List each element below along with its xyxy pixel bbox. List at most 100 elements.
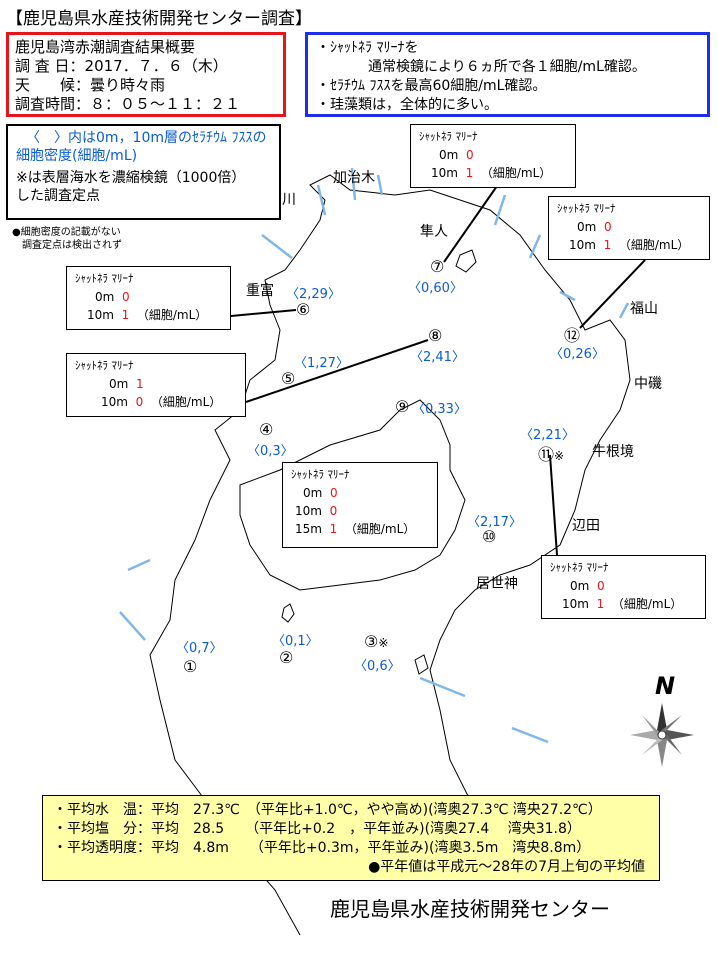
cell-box-station-6: ｼｬｯﾄﾈﾗ ﾏﾘｰﾅ 0m 0 10m 1 （細胞/mL） (66, 266, 231, 330)
station-7: ⑦ (430, 257, 445, 276)
species-label: ｼｬｯﾄﾈﾗ ﾏﾘｰﾅ (557, 202, 616, 215)
coastline (149, 174, 631, 936)
station-1: ① (183, 657, 198, 676)
summary-line: ・ｼｬｯﾄﾈﾗ ﾏﾘｰﾅを (316, 40, 419, 56)
small-island (455, 249, 477, 273)
cell-count: 1 (121, 308, 130, 322)
place-kajiki: 加治木 (333, 170, 375, 186)
survey-title: 鹿児島湾赤潮調査結果概要 (15, 38, 196, 56)
cell-box-station-11: ｼｬｯﾄﾈﾗ ﾏﾘｰﾅ 0m 0 10m 1 （細胞/mL） (541, 555, 706, 619)
summary-box: ・ｼｬｯﾄﾈﾗ ﾏﾘｰﾅを 通常検鏡により６ヵ所で各１細胞/mL確認。 ・ｾﾗﾁ… (305, 32, 710, 117)
unit-label: （細胞/mL） (344, 522, 416, 536)
density-station-3: 〈0,6〉 (354, 659, 401, 674)
legend-line: した調査定点 (16, 188, 100, 204)
station-12: ⑫ (564, 326, 581, 345)
place-amorigawa: 川 (282, 192, 296, 208)
depth-label: 15m (295, 522, 322, 536)
depth-label: 10m (562, 597, 589, 611)
cell-box-station-12: ｼｬｯﾄﾈﾗ ﾏﾘｰﾅ 0m 0 10m 1 （細胞/mL） (548, 196, 710, 260)
station-number: ⑪ (538, 445, 555, 464)
cell-count: 1 (465, 166, 474, 180)
footnote: ●細胞密度の記載がない 調査定点は検出されず (12, 226, 122, 252)
place-iseshin: 居世神 (476, 576, 518, 592)
station-6: ⑥ (296, 300, 311, 319)
place-henda: 辺田 (572, 518, 600, 534)
north-label: N (655, 672, 676, 700)
cell-box-station-5: ｼｬｯﾄﾈﾗ ﾏﾘｰﾅ 0m 1 10m 0 （細胞/mL） (66, 353, 246, 417)
organization-name: 鹿児島県水産技術開発センター (330, 897, 610, 921)
cell-count: 1 (329, 522, 338, 536)
species-label: ｼｬｯﾄﾈﾗ ﾏﾘｰﾅ (419, 130, 478, 143)
leader-lines (230, 185, 646, 556)
species-label: ｼｬｯﾄﾈﾗ ﾏﾘｰﾅ (291, 468, 350, 481)
density-station-6: 〈2,29〉 (286, 287, 341, 302)
cell-count: 0 (329, 486, 338, 500)
depth-label: 0m (577, 220, 597, 234)
compass-rose (630, 703, 694, 767)
condition-note: ●平年値は平成元〜28年の7月上旬の平均値 (368, 859, 645, 875)
footnote-line: 調査定点は検出されず (22, 240, 122, 251)
station-4: ④ (259, 420, 274, 439)
station-10: ⑩ (482, 527, 497, 546)
survey-weather: 天 候：曇り時々雨 (15, 76, 166, 94)
cell-count: 0 (596, 579, 605, 593)
depth-label: 10m (569, 238, 596, 252)
depth-label: 0m (439, 148, 459, 162)
depth-label: 0m (303, 486, 323, 500)
density-station-11: 〈2,21〉 (520, 428, 575, 443)
unit-label: （細胞/mL） (136, 308, 208, 322)
station-8: ⑧ (428, 326, 443, 345)
place-nakaiso: 中磯 (634, 376, 662, 392)
page-header-title: 【鹿児島県水産技術開発センター調査】 (6, 9, 312, 29)
summary-line: ・ｾﾗﾁｳﾑ ﾌｽｽを最高60細胞/mL確認。 (316, 78, 547, 94)
unit-label: （細胞/mL） (150, 395, 222, 409)
depth-label: 0m (570, 579, 590, 593)
station-5: ⑤ (281, 369, 296, 388)
conditions-box: ・平均水 温：平均 27.3℃ （平年比+1.0℃，やや高め)(湾奥27.3℃ … (42, 795, 660, 881)
density-station-8: 〈2,41〉 (410, 350, 465, 365)
density-station-9: 〈0,33〉 (412, 402, 467, 417)
station-number: ③ (364, 632, 379, 651)
legend-line: 細胞密度(細胞/mL) (16, 148, 138, 164)
legend-line: ※は表層海水を濃縮検鏡（1000倍） (16, 170, 246, 186)
cell-count: 0 (329, 504, 338, 518)
depth-label: 0m (95, 290, 115, 304)
legend-box: 〈 〉内は0m，10m層のｾﾗﾁｳﾑ ﾌｽｽの 細胞密度(細胞/mL) ※は表層… (6, 124, 281, 220)
survey-info-box: 鹿児島湾赤潮調査結果概要 調 査 日：2017．７．６（木） 天 候：曇り時々雨… (6, 32, 286, 117)
depth-label: 10m (431, 166, 458, 180)
station-11: ⑪※ (538, 441, 564, 465)
cell-count: 1 (603, 238, 612, 252)
place-ushinekyo: 牛根境 (592, 444, 634, 460)
species-label: ｼｬｯﾄﾈﾗ ﾏﾘｰﾅ (75, 272, 134, 285)
place-fukuyama: 福山 (630, 301, 658, 317)
species-label: ｼｬｯﾄﾈﾗ ﾏﾘｰﾅ (550, 561, 609, 574)
depth-label: 0m (109, 377, 129, 391)
cell-count: 0 (465, 148, 474, 162)
station-9: ⑨ (395, 397, 410, 416)
density-station-2: 〈0,1〉 (272, 634, 319, 649)
footnote-line: ●細胞密度の記載がない (12, 227, 121, 238)
legend-line: 〈 〉内は0m，10m層のｾﾗﾁｳﾑ ﾌｽｽの (26, 130, 267, 146)
density-station-1: 〈0,7〉 (176, 641, 223, 656)
density-station-7: 〈0,60〉 (408, 281, 463, 296)
place-shigetomi: 重富 (246, 283, 274, 299)
cell-count: 0 (135, 395, 144, 409)
concentration-mark: ※ (378, 636, 389, 650)
unit-label: （細胞/mL） (611, 597, 683, 611)
depth-label: 10m (87, 308, 114, 322)
survey-date: 調 査 日：2017．７．６（木） (15, 57, 228, 75)
depth-label: 10m (295, 504, 322, 518)
unit-label: （細胞/mL） (618, 238, 690, 252)
station-2: ② (279, 648, 294, 667)
condition-salinity: ・平均塩 分：平均 28.5 （平年比+0.2 ，平年並み)(湾奥27.4 湾央… (53, 821, 581, 837)
density-station-5: 〈1,27〉 (294, 356, 349, 371)
unit-label: （細胞/mL） (480, 166, 552, 180)
survey-time: 調査時間：８：０５〜１１：２１ (15, 95, 241, 113)
cell-box-station-9: ｼｬｯﾄﾈﾗ ﾏﾘｰﾅ 0m 0 10m 0 15m 1 （細胞/mL） (282, 462, 438, 548)
cell-count: 0 (603, 220, 612, 234)
density-station-4: 〈0,3〉 (247, 444, 294, 459)
cell-count: 1 (135, 377, 144, 391)
sakurajima-island (239, 399, 466, 591)
condition-transparency: ・平均透明度：平均 4.8m （平年比+0.3m，平年並み)(湾奥3.5m 湾央… (53, 840, 591, 856)
